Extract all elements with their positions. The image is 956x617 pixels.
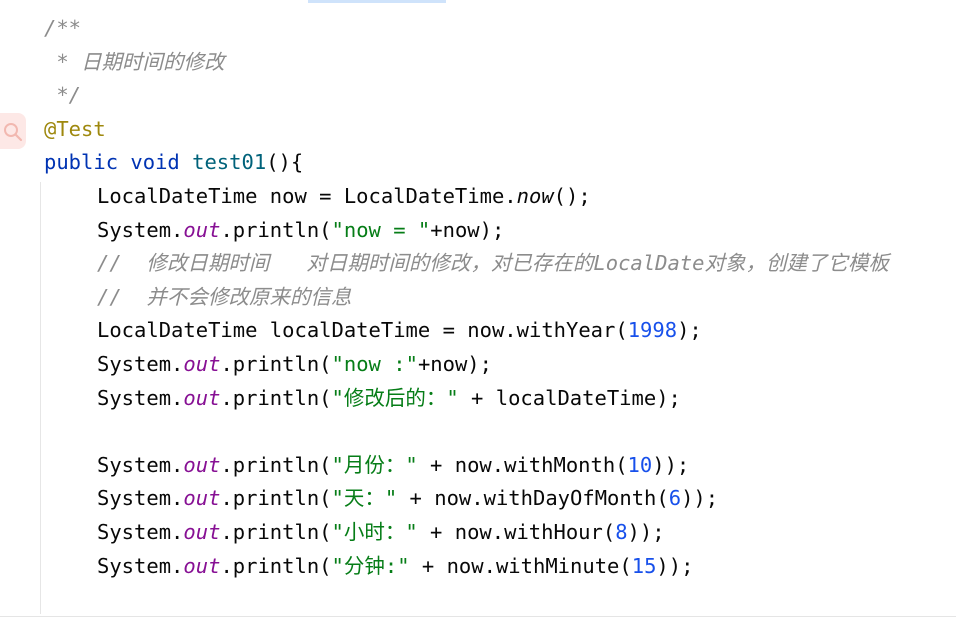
code-text: LocalDateTime now = LocalDateTime. [97, 183, 517, 208]
number-literal: 8 [615, 519, 628, 544]
code-text: System. [97, 452, 184, 477]
search-icon [4, 123, 23, 142]
code-text: + localDateTime); [458, 385, 681, 410]
doc-comment: * 日期时间的修改 [44, 49, 225, 74]
code-text: .println( [220, 385, 332, 410]
string-literal: "天：" [331, 486, 398, 511]
code-text: .println( [220, 486, 332, 511]
code-line: @Test [0, 113, 889, 147]
code-text: .println( [220, 519, 332, 544]
code-text: .println( [220, 351, 332, 376]
static-method: now [516, 183, 554, 208]
line-comment: // 修改日期时间 对日期时间的修改，对已存在的LocalDate对象，创建了它… [97, 251, 889, 276]
code-line: System.out.println("now :"+now); [0, 348, 889, 382]
code-text: (){ [266, 150, 304, 175]
code-text: )); [652, 452, 690, 477]
code-line: /** [0, 12, 889, 46]
code-line: LocalDateTime now = LocalDateTime.now(); [0, 180, 889, 214]
static-field: out [183, 486, 221, 511]
code-text: +now); [417, 351, 492, 376]
code-text: +now); [430, 217, 505, 242]
code-text: ); [677, 318, 702, 343]
line-comment: // 并不会修改原来的信息 [97, 284, 352, 309]
code-line: LocalDateTime localDateTime = now.withYe… [0, 314, 889, 348]
code-line: System.out.println("now = "+now); [0, 214, 889, 248]
static-field: out [183, 553, 221, 578]
code-line: System.out.println("小时：" + now.withHour(… [0, 516, 889, 550]
code-text: System. [97, 217, 184, 242]
doc-comment: /** [44, 16, 82, 40]
tab-indicator [308, 0, 446, 3]
number-literal: 6 [668, 486, 682, 511]
number-literal: 10 [627, 452, 653, 477]
keyword: public [44, 150, 119, 175]
code-text: (); [553, 183, 591, 208]
code-line: System.out.println("修改后的：" + localDateTi… [0, 382, 889, 416]
code-text: LocalDateTime localDateTime = now.withYe… [97, 318, 628, 343]
code-line: public void test01(){ [0, 146, 889, 180]
code-text: + now.withMonth( [417, 452, 628, 477]
code-text: )); [681, 486, 719, 511]
number-literal: 1998 [627, 318, 678, 343]
gutter-search-marker[interactable] [0, 113, 26, 149]
string-literal: "小时：" [331, 519, 418, 544]
code-text: System. [97, 553, 184, 578]
code-line: System.out.println("分钟:" + now.withMinut… [0, 550, 889, 584]
code-text: System. [97, 385, 184, 410]
static-field: out [183, 452, 221, 477]
code-line: System.out.println("月份：" + now.withMonth… [0, 449, 889, 483]
code-text: .println( [220, 452, 332, 477]
string-literal: "月份：" [331, 452, 418, 477]
code-text: )); [656, 553, 694, 578]
keyword: void [130, 150, 180, 175]
code-line: // 修改日期时间 对日期时间的修改，对已存在的LocalDate对象，创建了它… [0, 247, 889, 281]
code-line: // 并不会修改原来的信息 [0, 281, 889, 315]
method-name: test01 [192, 150, 267, 175]
code-text: System. [97, 519, 184, 544]
code-text: + now.withMinute( [409, 553, 632, 578]
code-line: * 日期时间的修改 [0, 46, 889, 80]
doc-comment: */ [44, 83, 82, 108]
static-field: out [183, 385, 221, 410]
number-literal: 15 [631, 553, 657, 578]
static-field: out [183, 351, 221, 376]
code-area[interactable]: /** * 日期时间的修改 */ @Test public void test0… [0, 12, 889, 583]
code-text: )); [627, 519, 665, 544]
code-text: + now.withDayOfMonth( [397, 486, 669, 511]
static-field: out [183, 217, 221, 242]
code-text: System. [97, 351, 184, 376]
code-text: .println( [220, 553, 332, 578]
string-literal: "now = " [331, 217, 431, 242]
annotation: @Test [44, 116, 106, 141]
code-text: + now.withHour( [417, 519, 616, 544]
static-field: out [183, 519, 221, 544]
string-literal: "修改后的：" [331, 385, 459, 410]
code-line: System.out.println("天：" + now.withDayOfM… [0, 482, 889, 516]
code-text: .println( [220, 217, 332, 242]
indent-guide [40, 182, 41, 614]
code-line-empty [0, 415, 889, 449]
code-text: System. [97, 486, 184, 511]
string-literal: "分钟:" [331, 553, 410, 578]
code-line: */ [0, 79, 889, 113]
string-literal: "now :" [331, 351, 418, 376]
